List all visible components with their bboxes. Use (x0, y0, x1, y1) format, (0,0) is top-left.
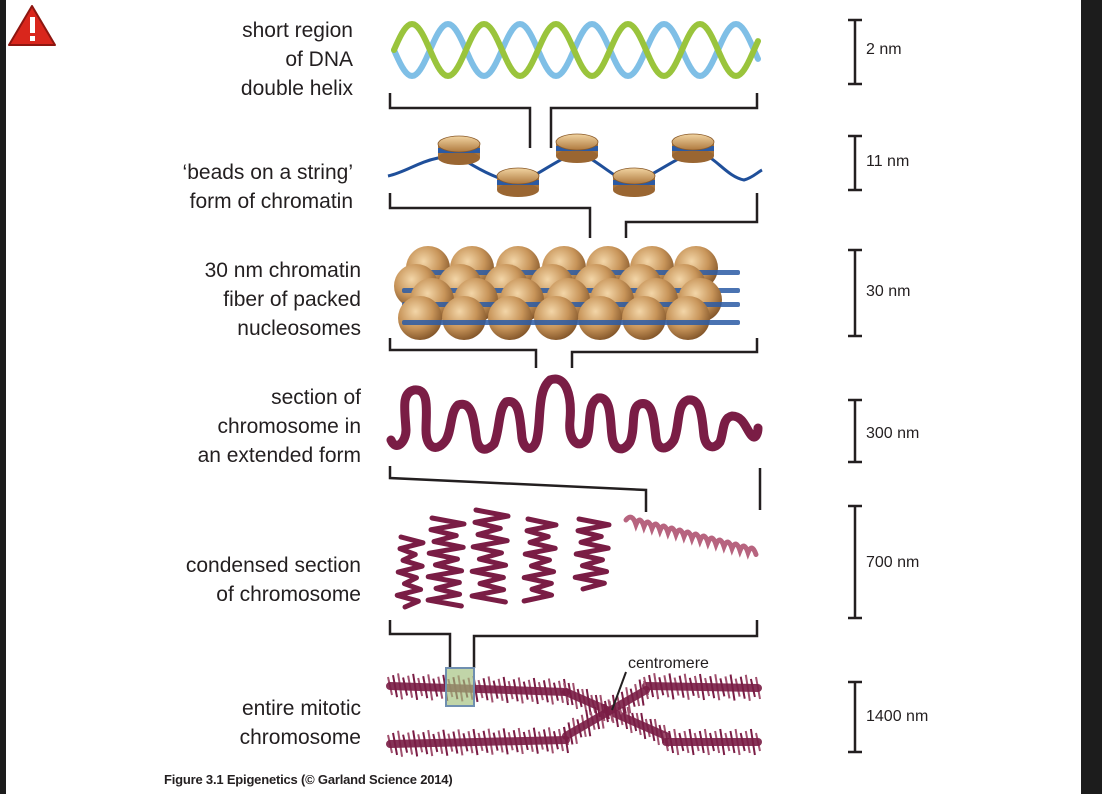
label-beads: ‘beads on a string’form of chromatin (182, 161, 353, 213)
highlight-box (445, 667, 475, 707)
packed-nucleosome (666, 296, 710, 340)
scale-label-2nm: 2 nm (866, 41, 902, 58)
scale-bar (848, 504, 862, 620)
bracket-5 (388, 620, 759, 668)
bracket-2 (388, 193, 759, 238)
centromere-pointer (611, 671, 627, 711)
scale-label-700nm: 700 nm (866, 554, 920, 571)
nucleosome-disc (496, 167, 540, 197)
packed-nucleosome (622, 296, 666, 340)
nucleosome-disc (612, 167, 656, 197)
beads-on-string (387, 133, 763, 197)
chromatin-fiber-30nm (394, 246, 740, 340)
scale-bar (848, 398, 862, 464)
chromatin-diagram (386, 18, 862, 757)
scale-bar (848, 248, 862, 338)
condensed-coil (425, 515, 467, 609)
condensed-coil (521, 516, 559, 604)
extended-chromosome-loops (386, 374, 763, 454)
bracket-4 (388, 466, 762, 512)
mitotic-chromosome (386, 673, 762, 757)
packed-nucleosome (442, 296, 486, 340)
condensed-chromosome-section (394, 507, 759, 610)
scale-label-11nm: 11 nm (866, 153, 910, 170)
figure-caption: Figure 3.1 Epigenetics (© Garland Scienc… (164, 772, 453, 787)
condensed-coil (572, 516, 612, 592)
scale-label-1400nm: 1400 nm (866, 708, 929, 725)
scale-bar (848, 680, 862, 754)
scale-label-300nm: 300 nm (866, 425, 920, 442)
nucleosome-disc (437, 135, 481, 165)
packed-nucleosome (488, 296, 532, 340)
scale-label-30nm: 30 nm (866, 283, 911, 300)
dna-double-helix (391, 20, 761, 80)
packed-nucleosome (578, 296, 622, 340)
bracket-3 (388, 338, 759, 368)
warning-triangle-icon[interactable] (6, 0, 60, 54)
centromere-label: centromere (628, 655, 709, 672)
scale-bar (848, 134, 862, 192)
condensed-coil (469, 507, 511, 605)
condensed-coil (394, 534, 426, 610)
bracket-1 (388, 93, 759, 148)
packed-nucleosome (534, 296, 578, 340)
extended-tail (623, 514, 759, 560)
nucleosome-disc (671, 133, 715, 163)
nucleosome-disc (555, 133, 599, 163)
scale-bar (848, 18, 862, 86)
packed-nucleosome (398, 296, 442, 340)
scale-bars (848, 18, 862, 754)
